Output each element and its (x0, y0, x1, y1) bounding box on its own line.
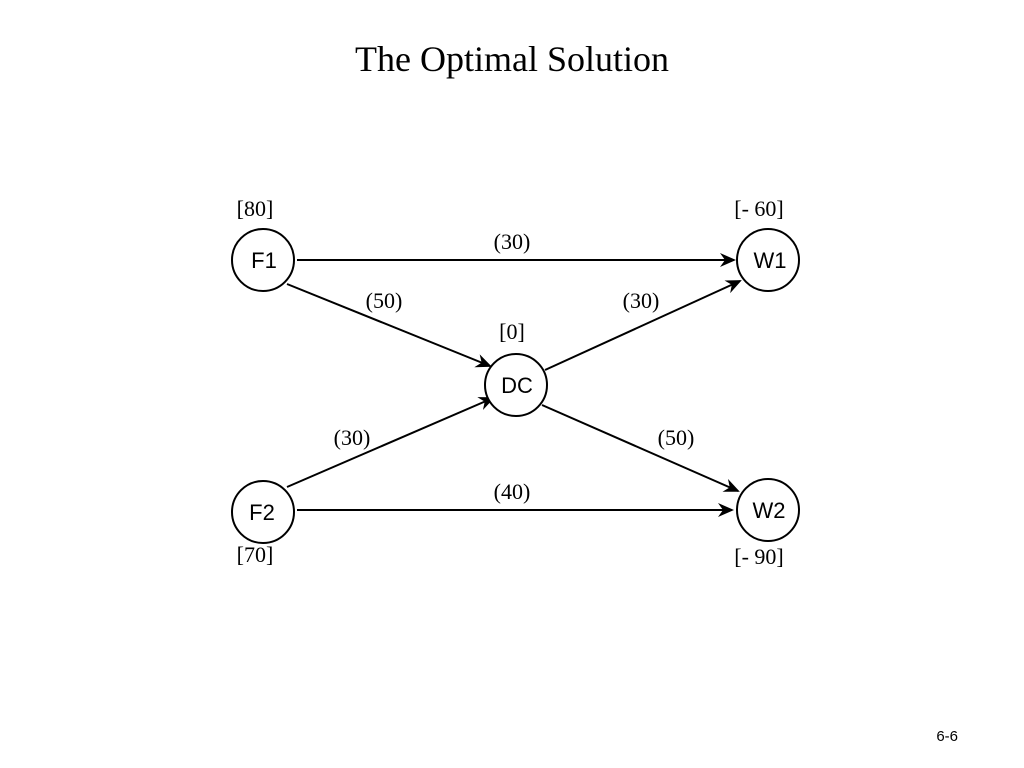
edge-dc-w2 (541, 404, 740, 492)
supply-dc: [0] (499, 319, 525, 344)
node-f1-label: F1 (251, 248, 277, 273)
page-number: 6-6 (936, 728, 958, 745)
edge-f1-dc (286, 283, 492, 368)
supply-f2: [70] (237, 542, 274, 567)
node-f2-label: F2 (249, 500, 275, 525)
node-dc-label: DC (501, 373, 533, 398)
node-dc: DC (484, 353, 548, 417)
supply-f1: [80] (237, 196, 274, 221)
node-w1: W1 (736, 228, 800, 292)
flow-f2-dc: (30) (334, 425, 371, 450)
node-w2-label: W2 (753, 498, 786, 523)
page-title: The Optimal Solution (355, 39, 669, 79)
flow-dc-w1: (30) (623, 288, 660, 313)
flow-f1-w1: (30) (494, 229, 531, 254)
node-f1: F1 (231, 228, 295, 292)
demand-w2: [- 90] (734, 544, 783, 569)
flow-f1-dc: (50) (366, 288, 403, 313)
flow-dc-w2: (50) (658, 425, 695, 450)
edge-dc-w1 (544, 280, 742, 371)
node-f2: F2 (231, 480, 295, 544)
edge-f2-dc (286, 397, 495, 488)
demand-w1: [- 60] (734, 196, 783, 221)
flow-f2-w2: (40) (494, 479, 531, 504)
node-w2: W2 (736, 478, 800, 542)
node-w1-label: W1 (754, 248, 787, 273)
